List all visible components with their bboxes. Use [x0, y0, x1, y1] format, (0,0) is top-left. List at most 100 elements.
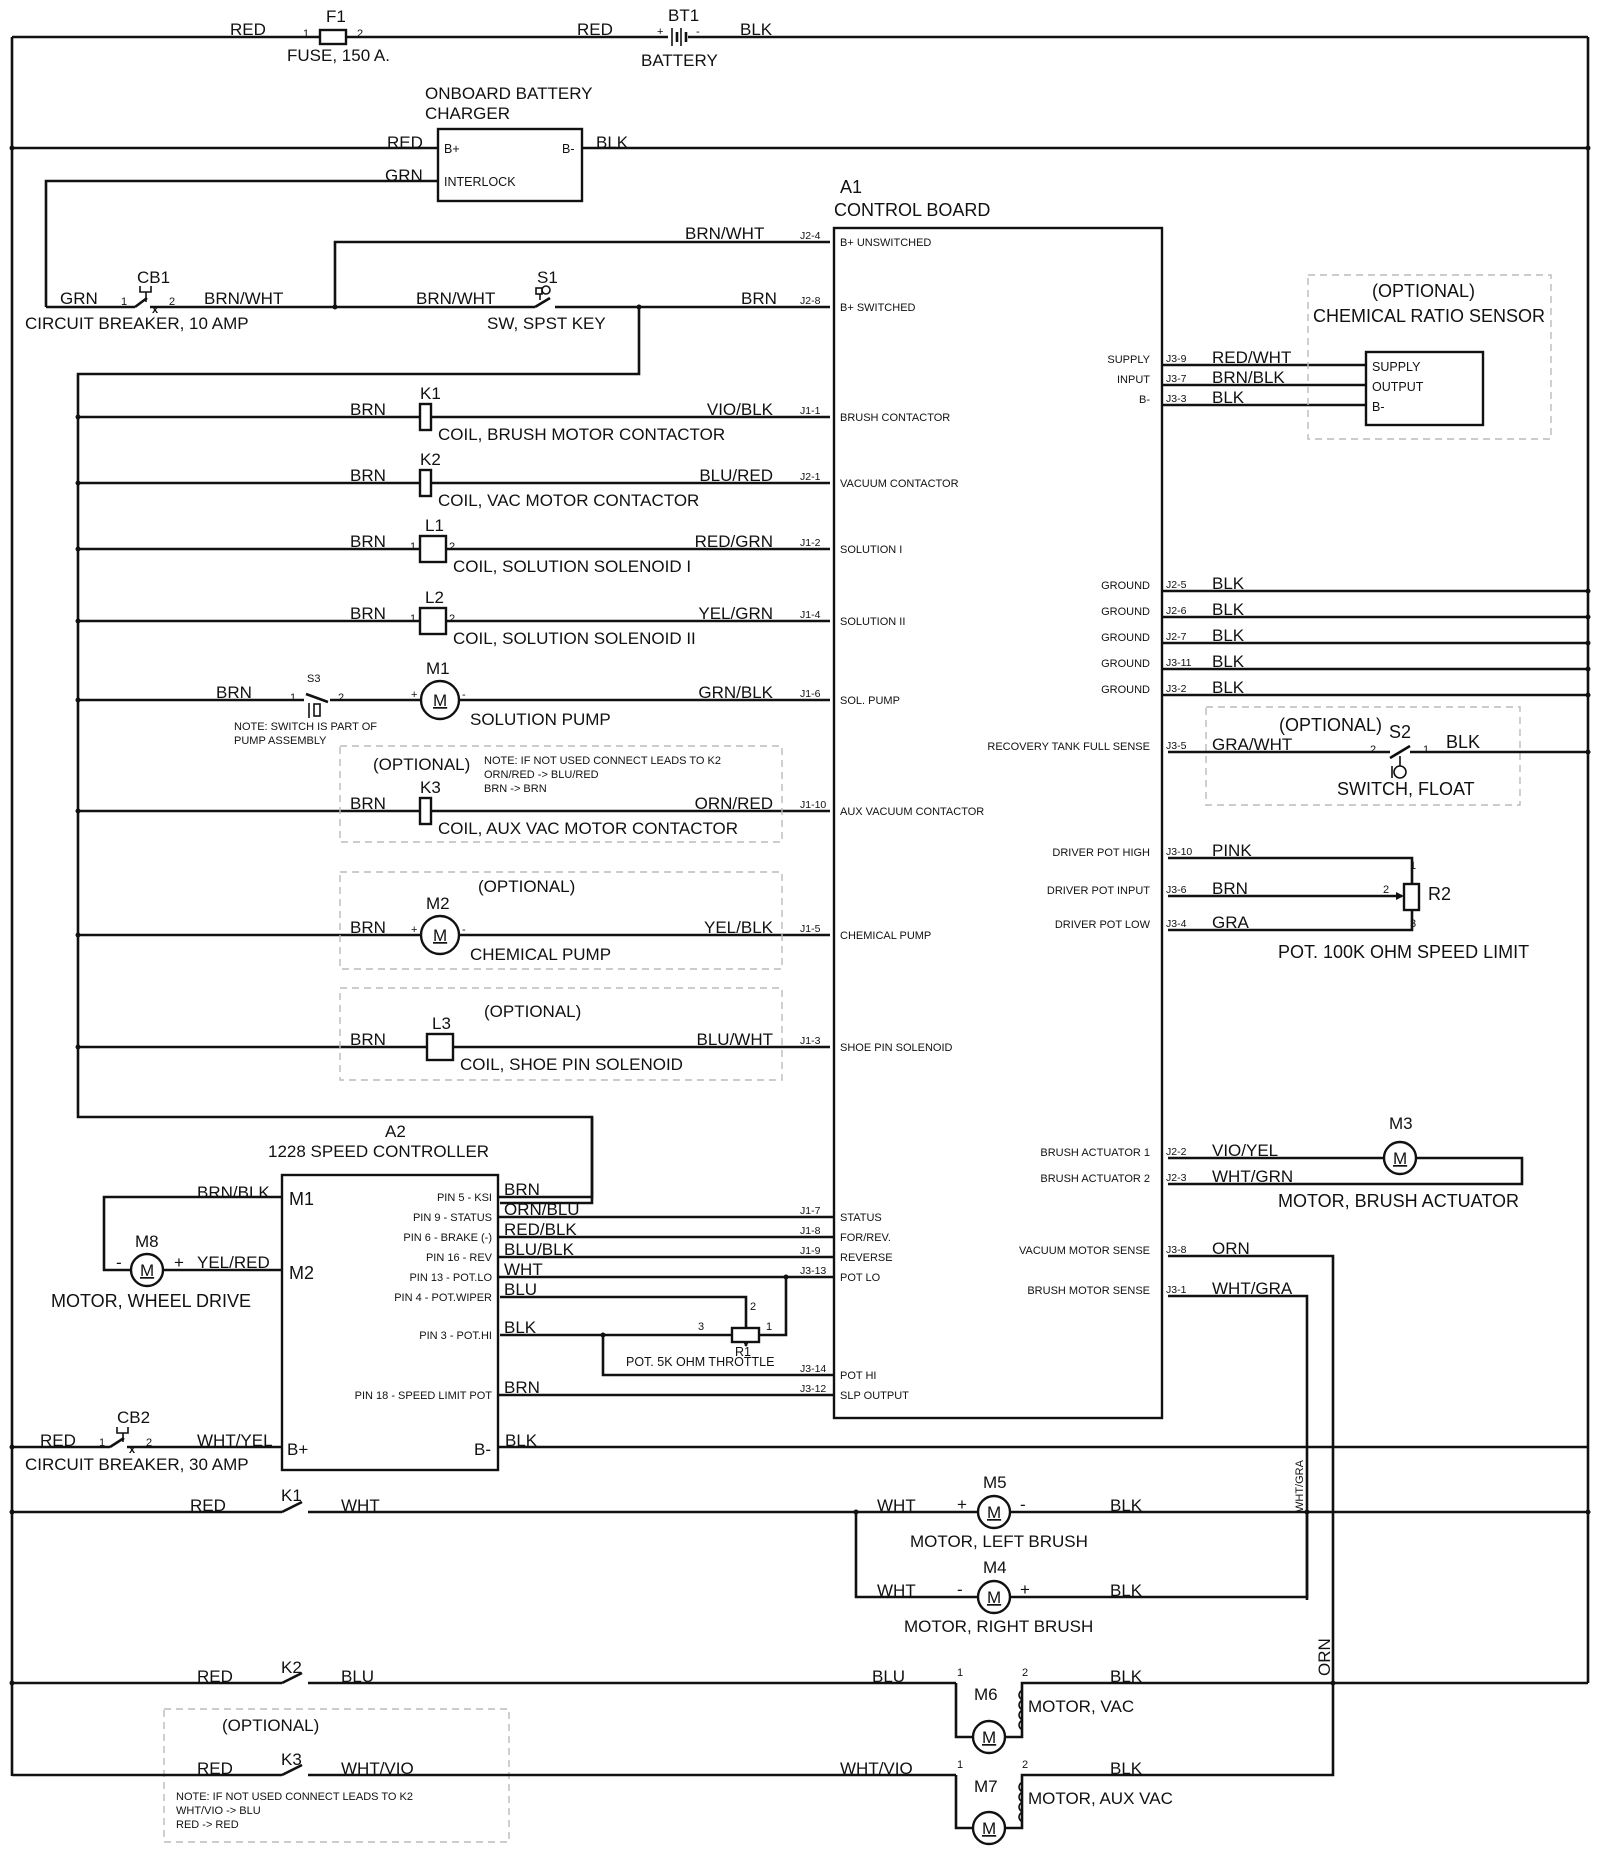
wire-label: BLU/WHT [697, 1030, 774, 1049]
pin-label: SOLUTION II [840, 616, 905, 628]
wire-label: BRN [350, 532, 386, 551]
svg-text:B+: B+ [287, 1440, 308, 1459]
wire-label: BLK [504, 1318, 537, 1337]
speed-controller-a2[interactable]: A2 1228 SPEED CONTROLLER M1 M2 B+ B- [268, 1122, 500, 1472]
optional-box [339, 871, 783, 970]
svg-text:M: M [982, 1728, 996, 1747]
pin-label: GROUND [1101, 684, 1150, 696]
pin-number: J3-5 [1166, 740, 1187, 752]
throttle-pot-r1[interactable]: 3 1 2 R1 POT. 5K OHM THROTTLE [500, 1274, 834, 1377]
svg-text:1: 1 [99, 1437, 105, 1449]
wire-label: WHT [504, 1260, 543, 1279]
control-board-a1[interactable]: A1 CONTROL BOARD [832, 177, 1164, 1420]
pin: 2 [449, 613, 455, 625]
svg-text:MOTOR, LEFT BRUSH: MOTOR, LEFT BRUSH [910, 1532, 1088, 1551]
pin-label: B- [1139, 394, 1150, 406]
wire-label: WHT/GRA [1212, 1279, 1293, 1298]
component-ref: M1 [426, 659, 450, 678]
svg-text:M5: M5 [983, 1473, 1007, 1492]
wire-label: ORN/BLU [504, 1200, 580, 1219]
orn-vertical-label: ORN [1315, 1638, 1334, 1676]
svg-text:M: M [987, 1588, 1001, 1607]
component-desc: COIL, SHOE PIN SOLENOID [460, 1055, 683, 1074]
brush-actuator-motor-m3[interactable]: M M3 MOTOR, BRUSH ACTUATOR [1168, 1114, 1524, 1211]
svg-text:+: + [174, 1253, 184, 1272]
motor-glyph: M [433, 926, 447, 945]
component-ref: K2 [420, 450, 441, 469]
svg-text:K2: K2 [281, 1658, 302, 1677]
pin-label: DRIVER POT HIGH [1052, 847, 1150, 859]
pin-label: INPUT [1117, 374, 1150, 386]
wire-label: GRA/WHT [1212, 735, 1292, 754]
svg-text:BRN/WHT: BRN/WHT [204, 289, 283, 308]
optional-box [339, 987, 783, 1081]
fuse-f1[interactable]: F1 1 2 FUSE, 150 A. RED [230, 7, 390, 65]
pin-number: J3-12 [800, 1383, 826, 1395]
pin-number: J3-10 [1166, 846, 1192, 858]
chemical-ratio-sensor[interactable]: (OPTIONAL) CHEMICAL RATIO SENSOR SUPPLY … [1307, 274, 1552, 440]
component-desc: CHEMICAL PUMP [470, 945, 611, 964]
svg-text:CB1: CB1 [137, 268, 170, 287]
svg-text:BRN: BRN [741, 289, 777, 308]
junction [1585, 692, 1591, 698]
wire-label: WHT/GRN [1212, 1167, 1293, 1186]
brush-motor-circuit[interactable]: RED K1 WHT M M5 + - WHT BLK MOTOR, LEFT … [9, 1473, 1591, 1636]
battery-bt1[interactable]: BT1 + - BATTERY RED BLK [577, 6, 773, 70]
key-switch-s1[interactable]: S1 BRN/WHT BRN SW, SPST KEY [76, 268, 830, 1205]
svg-text:WHT: WHT [877, 1496, 916, 1515]
vac-motor-circuit[interactable]: RED K2 BLU BLU M 1 2 M6 MOTOR, VAC BLK [9, 1658, 1589, 1755]
onboard-battery-charger[interactable]: ONBOARD BATTERY CHARGER B+ B- INTERLOCK … [9, 84, 1591, 307]
circuit-breaker-cb2[interactable]: CB2 RED WHT/YEL CIRCUIT BREAKER, 30 AMP … [9, 1408, 1589, 1474]
pin-label: BRUSH ACTUATOR 1 [1040, 1147, 1150, 1159]
pin-label: CHEMICAL PUMP [840, 930, 931, 942]
svg-text:SW, SPST KEY: SW, SPST KEY [487, 314, 606, 333]
svg-text:SWITCH, FLOAT: SWITCH, FLOAT [1337, 779, 1475, 799]
pin-number: J1-8 [800, 1225, 821, 1237]
svg-text:BLU: BLU [341, 1667, 374, 1686]
a2-pin-label: PIN 4 - POT.WIPER [394, 1292, 492, 1304]
optional-label: (OPTIONAL) [373, 755, 470, 774]
pin-label: BRUSH CONTACTOR [840, 412, 950, 424]
wheel-drive-motor-m8[interactable]: M M8 - + BRN/BLK YEL/RED MOTOR, WHEEL DR… [51, 1183, 282, 1311]
pin-number: J2-7 [1166, 631, 1187, 643]
svg-text:(OPTIONAL): (OPTIONAL) [1372, 281, 1475, 301]
svg-text:CIRCUIT BREAKER, 30 AMP: CIRCUIT BREAKER, 30 AMP [25, 1455, 249, 1474]
svg-text:GRN: GRN [60, 289, 98, 308]
svg-text:+: + [957, 1495, 967, 1514]
pin-number: J3-2 [1166, 683, 1187, 695]
svg-text:2: 2 [1022, 1667, 1028, 1679]
svg-text:1: 1 [290, 692, 296, 704]
wire-label: RED/BLK [504, 1220, 577, 1239]
svg-text:BATTERY: BATTERY [641, 51, 718, 70]
svg-text:(OPTIONAL): (OPTIONAL) [222, 1716, 319, 1735]
svg-text:WHT: WHT [877, 1581, 916, 1600]
circuit-breaker-cb1[interactable]: CB1 1 2 GRN BRN/WHT CIRCUIT BREAKER, 10 … [25, 268, 283, 333]
float-switch-s2[interactable]: (OPTIONAL) S2 2 1 BLK SWITCH, FLOAT [1168, 706, 1591, 806]
svg-text:RED: RED [197, 1759, 233, 1778]
pin-label: GROUND [1101, 658, 1150, 670]
svg-text:CONTROL BOARD: CONTROL BOARD [834, 200, 990, 220]
component-ref: M2 [426, 894, 450, 913]
pin-number: J2-5 [1166, 579, 1187, 591]
svg-text:OUTPUT: OUTPUT [1372, 380, 1424, 394]
pin-number: J1-4 [800, 609, 821, 621]
aux-vac-motor-circuit[interactable]: (OPTIONAL) RED K3 WHT/VIO NOTE: IF NOT U… [12, 1683, 1335, 1846]
pin-label: GROUND [1101, 580, 1150, 592]
speed-limit-pot-r2[interactable]: 1 2 3 R2 POT. 100K OHM SPEED LIMIT [1168, 856, 1529, 962]
svg-text:1228 SPEED CONTROLLER: 1228 SPEED CONTROLLER [268, 1142, 489, 1161]
svg-text:A2: A2 [385, 1122, 406, 1141]
a2-pin-label: PIN 9 - STATUS [413, 1212, 492, 1224]
svg-text:1: 1 [957, 1759, 963, 1771]
